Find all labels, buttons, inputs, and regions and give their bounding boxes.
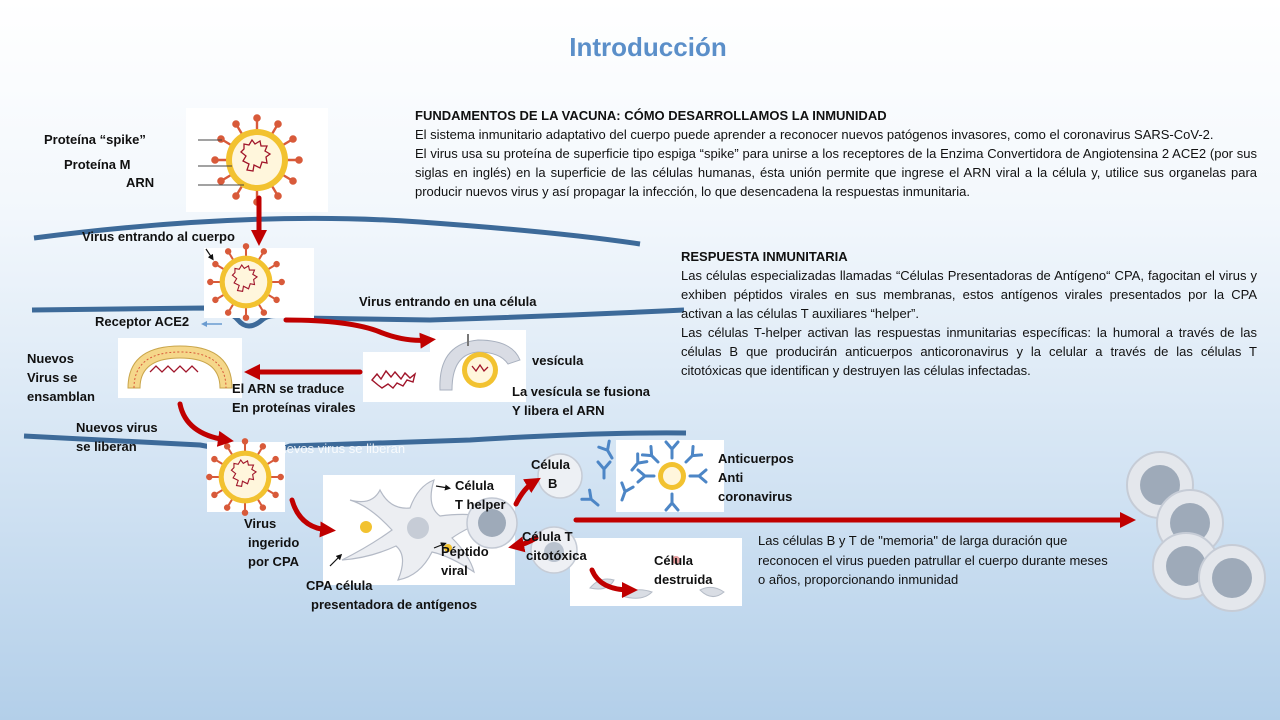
label-line: CPA célula xyxy=(306,578,373,593)
label-line: B xyxy=(548,476,558,491)
label-nuevos-virus-ensamblan: Nuevos Virus se ensamblan xyxy=(27,349,95,406)
label-celula-t-citotoxica: Célula T citotóxica xyxy=(522,527,587,565)
label-line: Célula xyxy=(531,457,571,472)
label-anticuerpos: Anticuerpos Anti coronavirus xyxy=(718,449,794,506)
label-celula-b: Célula B xyxy=(531,455,570,493)
arrow-to-vesicle xyxy=(283,317,436,349)
page-title: Introducción xyxy=(569,32,727,62)
label-line: viral xyxy=(441,563,468,578)
arrow-to-b-cell xyxy=(513,477,541,507)
label-receptor-ace2: Receptor ACE2 xyxy=(95,314,190,329)
label-line: Célula xyxy=(654,553,694,568)
memoria-line: Las células B y T de "memoria" de larga … xyxy=(758,533,1068,548)
label-celula-t-helper: Célula T helper xyxy=(455,476,506,514)
label-line: Anti xyxy=(718,470,744,485)
label-line: Nuevos virus xyxy=(76,420,158,435)
virus-pointer xyxy=(205,248,214,261)
label-vesicula: vesícula xyxy=(532,353,584,368)
label-vesicula-fusiona: La vesícula se fusiona Y libera el ARN xyxy=(512,382,650,420)
label-arn: ARN xyxy=(126,175,155,190)
fundamentos-paragraph-2: El virus usa su proteína de superficie t… xyxy=(415,146,1257,199)
label-line: En proteínas virales xyxy=(232,400,356,415)
label-line: coronavirus xyxy=(718,489,793,504)
fundamentos-paragraph-1: El sistema inmunitario adaptativo del cu… xyxy=(415,127,1214,142)
rna-panel xyxy=(363,352,431,402)
arrow-ingested xyxy=(289,497,336,538)
label-line: presentadora de antígenos xyxy=(311,597,478,612)
arrow-to-destroyed xyxy=(589,567,638,598)
vesicle-icon xyxy=(439,334,521,391)
respuesta-heading: RESPUESTA INMUNITARIA xyxy=(681,249,848,264)
label-virus-ingerido: Virus ingerido por CPA xyxy=(244,514,299,571)
label-virus-entrando-celula: Virus entrando en una célula xyxy=(359,294,537,309)
label-line: Célula T xyxy=(522,529,573,544)
label-line: Virus xyxy=(244,516,277,531)
label-line: Nuevos xyxy=(27,351,74,366)
label-cpa: CPA célula presentadora de antígenos xyxy=(306,576,477,614)
t-helper-nucleus xyxy=(478,509,506,537)
label-line: destruida xyxy=(654,572,713,587)
memoria-line: o años, proporcionando inmunidad xyxy=(758,572,959,587)
antibody-virus-icon xyxy=(636,440,708,512)
peptide-pointer xyxy=(433,542,447,549)
label-line: T helper xyxy=(455,497,506,512)
cpa-pointer xyxy=(329,553,343,567)
label-nuevos-virus-liberan: Nuevos virus se liberan xyxy=(76,418,158,456)
label-line: por CPA xyxy=(248,554,300,569)
rna-icon xyxy=(371,369,417,389)
t-helper-pointer xyxy=(435,484,451,491)
fundamentos-heading: FUNDAMENTOS DE LA VACUNA: CÓMO DESARROLL… xyxy=(415,108,887,123)
label-line: Célula xyxy=(455,478,495,493)
respuesta-section: RESPUESTA INMUNITARIA Las células especi… xyxy=(681,247,1257,380)
b-cell-icon xyxy=(537,453,583,499)
label-line: ingerido xyxy=(248,535,300,550)
respuesta-paragraph-1: Las células especializadas llamadas “Cél… xyxy=(681,268,1257,321)
label-line: Anticuerpos xyxy=(718,451,794,466)
label-arn-se-traduce: El ARN se traduce En proteínas virales xyxy=(232,379,356,417)
label-line: Virus se xyxy=(27,370,78,385)
label-line: ensamblan xyxy=(27,389,95,404)
fundamentos-section: FUNDAMENTOS DE LA VACUNA: CÓMO DESARROLL… xyxy=(415,106,1257,201)
label-line: se liberan xyxy=(76,439,137,454)
arrow-to-t-cytotoxic xyxy=(508,535,539,553)
assembly-icon xyxy=(127,345,233,389)
label-nuevos-virus-liberan-ghost: Nuevos virus se liberan xyxy=(270,441,406,456)
label-line: citotóxica xyxy=(526,548,587,563)
memory-cell-icon xyxy=(1198,544,1266,612)
arrow-release xyxy=(177,401,234,447)
label-line: La vesícula se fusiona xyxy=(512,384,651,399)
label-peptido-viral: Péptido viral xyxy=(441,542,489,580)
memoria-text: Las células B y T de "memoria" de larga … xyxy=(758,531,1108,590)
respuesta-paragraph-2: Las células T-helper activan las respues… xyxy=(681,325,1257,378)
label-line: El ARN se traduce xyxy=(232,381,345,396)
label-celula-destruida: Célula destruida xyxy=(654,551,713,589)
body-membrane-line xyxy=(33,215,641,247)
t-cytotoxic-nucleus xyxy=(544,542,564,562)
memoria-line: reconocen el virus pueden patrullar el c… xyxy=(758,552,1108,568)
label-proteina-spike: Proteína “spike” xyxy=(44,132,146,147)
label-proteina-m: Proteína M xyxy=(64,157,131,172)
label-virus-entrando-cuerpo: Virus entrando al cuerpo xyxy=(82,229,235,244)
label-line: Péptido xyxy=(441,544,489,559)
label-line: Y libera el ARN xyxy=(512,403,605,418)
